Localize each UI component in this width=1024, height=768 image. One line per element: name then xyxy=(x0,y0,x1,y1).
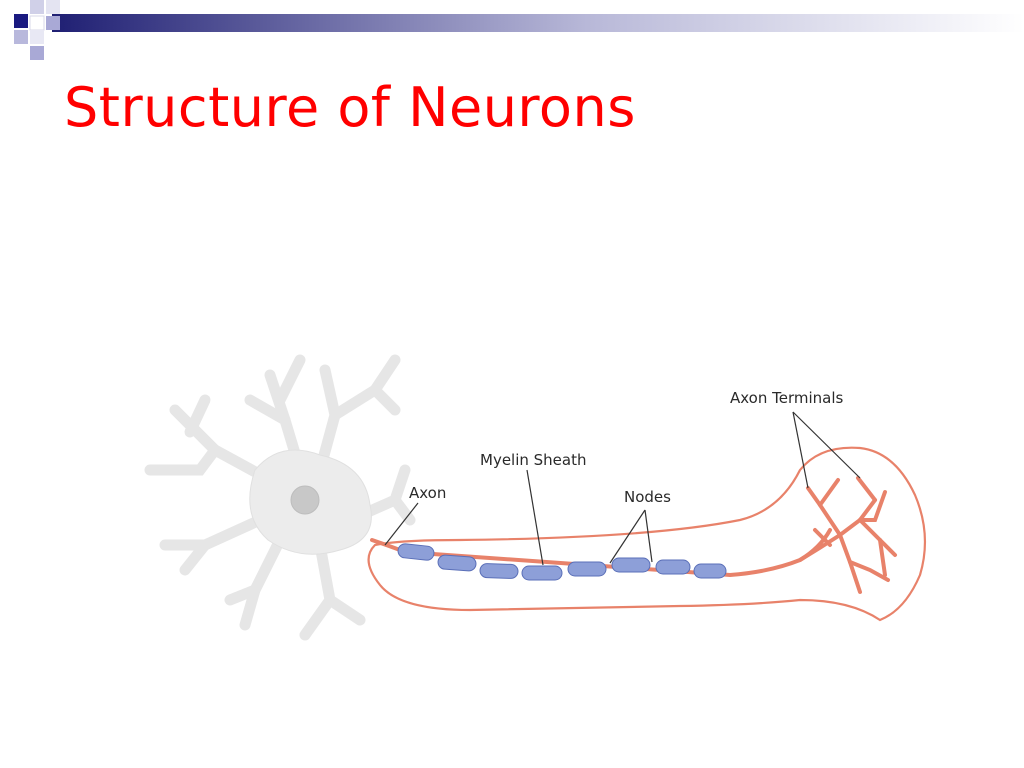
header-square xyxy=(46,0,60,14)
terminals-leader-line xyxy=(792,411,861,479)
nucleus xyxy=(290,485,320,515)
header-gradient-bar xyxy=(14,0,1024,60)
header-square xyxy=(30,30,44,44)
axon-leader-line xyxy=(384,502,419,546)
myelin-segment xyxy=(479,563,519,579)
myelin-segment xyxy=(437,554,477,572)
label-axon: Axon xyxy=(409,484,446,502)
nodes-leader-line xyxy=(609,509,646,564)
header-square xyxy=(14,14,28,28)
header-square xyxy=(46,16,60,30)
label-myelin-sheath: Myelin Sheath xyxy=(480,451,587,469)
terminals-leader-line xyxy=(792,411,809,489)
page-title: Structure of Neurons xyxy=(64,76,636,139)
axon-outline xyxy=(367,446,927,622)
myelin-segment xyxy=(521,565,563,581)
cell-body xyxy=(144,354,416,641)
dendrites xyxy=(144,354,416,641)
leader-lines xyxy=(384,411,861,566)
nodes-leader-line xyxy=(644,509,653,563)
myelin-leader-line xyxy=(526,469,544,566)
header-square xyxy=(30,46,44,60)
header-square xyxy=(14,30,28,44)
myelin-segment xyxy=(611,557,651,573)
myelin-segment xyxy=(693,563,727,579)
header-square-pattern xyxy=(14,0,60,60)
axon-terminal-branches xyxy=(798,476,897,594)
label-axon-terminals: Axon Terminals xyxy=(730,389,844,407)
header-square xyxy=(30,0,44,14)
myelin-segment xyxy=(397,543,435,561)
header-gradient-strip xyxy=(52,14,1024,32)
axon xyxy=(370,528,832,578)
myelin-sheath xyxy=(397,543,727,581)
myelin-segment xyxy=(655,559,691,575)
label-nodes: Nodes xyxy=(624,488,671,506)
myelin-segment xyxy=(567,561,607,577)
